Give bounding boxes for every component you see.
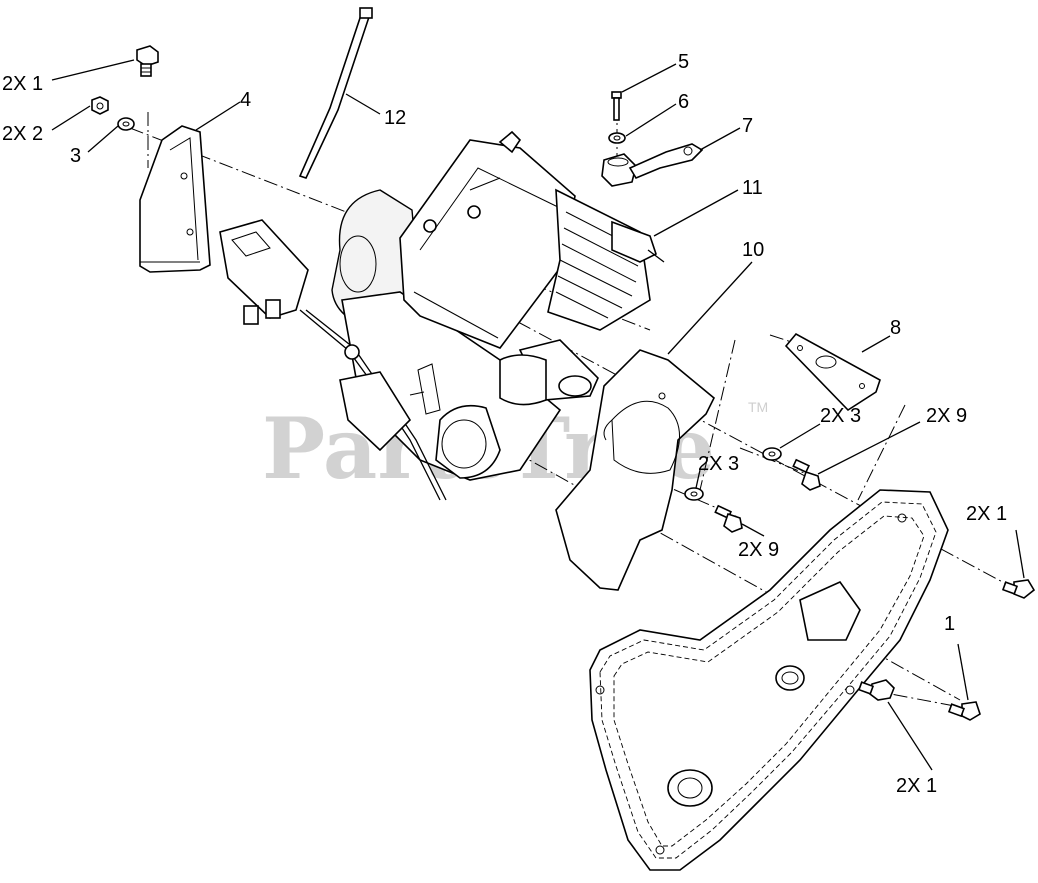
callout-2x1-top-left: 2X 1 (2, 73, 43, 95)
callout-2x2: 2X 2 (2, 123, 43, 145)
nut-part-2 (91, 96, 109, 115)
callout-labels: 2X 1 2X 2 3 4 12 5 6 7 11 10 8 2X 3 2X 9… (2, 51, 1007, 797)
washer-part-3-lower (684, 487, 704, 501)
screw-part-5 (611, 91, 622, 121)
chain-case-housing (589, 489, 949, 871)
callout-2x9-lower: 2X 9 (738, 539, 779, 561)
callout-12: 12 (384, 107, 406, 129)
bolt-part-1-bottom (857, 679, 895, 701)
leader-lines (51, 59, 1025, 771)
engine-assembly (299, 130, 665, 501)
cable-tie-part-12 (298, 7, 373, 179)
lever-part-7 (601, 143, 704, 187)
guard-part-10 (555, 349, 716, 591)
callout-10: 10 (742, 239, 764, 261)
callout-3-left: 3 (70, 145, 81, 167)
watermark-trademark: TM (748, 399, 768, 415)
bolt-part-1-top (136, 45, 159, 77)
callout-1-right: 1 (944, 613, 955, 635)
washer-part-3-upper (762, 447, 782, 461)
callout-6: 6 (678, 91, 689, 113)
callout-2x3-lower: 2X 3 (698, 453, 739, 475)
switch-box (219, 219, 309, 325)
bolt-part-9-lower (714, 504, 743, 533)
bolt-part-1-right (1001, 579, 1036, 599)
bolt-part-9-upper (792, 458, 821, 491)
callout-11: 11 (742, 177, 763, 199)
callout-2x3-upper: 2X 3 (820, 405, 861, 427)
bracket-part-4 (139, 125, 211, 273)
callout-4: 4 (240, 89, 251, 111)
washer-part-3-left (117, 117, 135, 131)
bolt-part-1-lower-right (947, 701, 981, 721)
callout-7: 7 (742, 115, 753, 137)
callout-8: 8 (890, 317, 901, 339)
washer-part-6 (608, 132, 626, 144)
callout-2x9-upper: 2X 9 (926, 405, 967, 427)
callout-2x1-bottom: 2X 1 (896, 775, 937, 797)
callout-5: 5 (678, 51, 689, 73)
plate-part-8 (784, 332, 881, 412)
callout-2x1-right: 2X 1 (966, 503, 1007, 525)
